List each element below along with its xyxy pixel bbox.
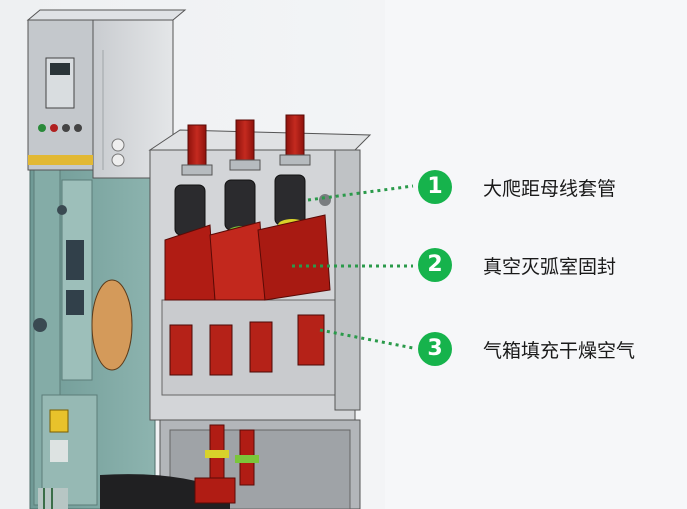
coil-windows <box>169 314 325 376</box>
callout-2-label: 真空灭弧室固封 <box>483 256 617 278</box>
number-2-icon: 2 <box>418 248 452 282</box>
number-1-icon: 1 <box>418 170 452 204</box>
callout-1: 1 大爬距母线套管 <box>415 168 685 208</box>
cabinet-left-panel <box>29 159 156 509</box>
callout-3: 3 气箱填充干燥空气 <box>415 330 685 370</box>
callout-3-label: 气箱填充干燥空气 <box>483 340 636 362</box>
leader-lines <box>292 184 414 350</box>
callout-1-label: 大爬距母线套管 <box>483 178 617 200</box>
callout-2: 2 真空灭弧室固封 <box>415 246 685 286</box>
number-3-icon: 3 <box>418 332 452 366</box>
vacuum-interrupter-encapsulation <box>164 214 331 301</box>
ribbed-insulators <box>174 174 306 236</box>
bottom-cables <box>100 424 259 509</box>
busbar-bushings <box>181 114 311 176</box>
